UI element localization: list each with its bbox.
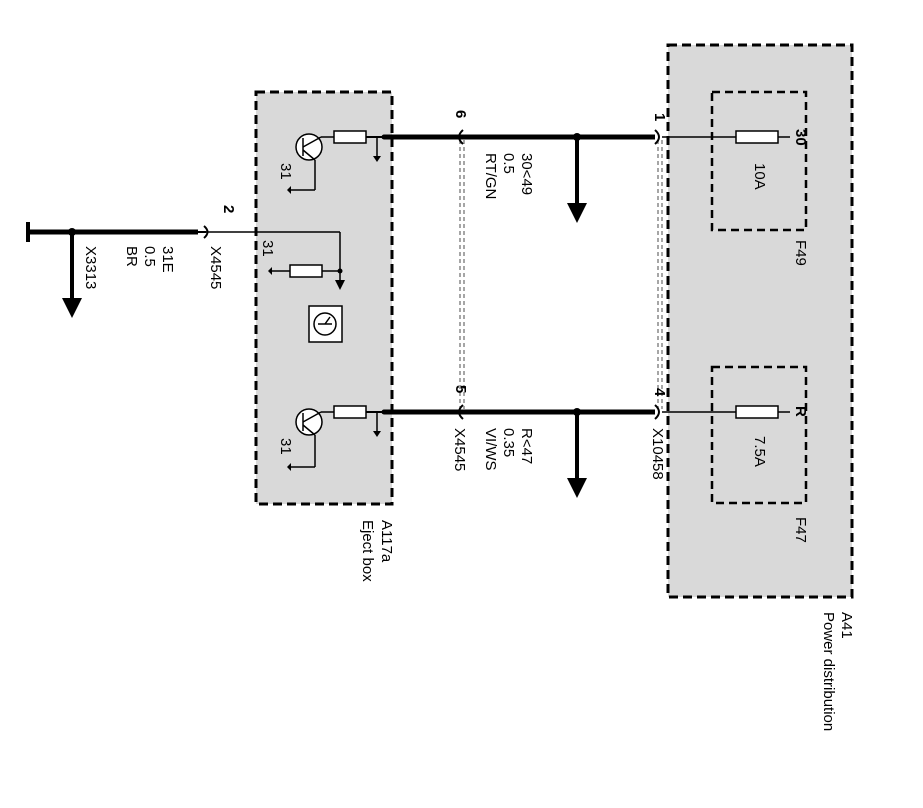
- label-x4545-bottom-connector: X4545: [451, 428, 468, 471]
- label-eject-box-name: Eject box: [359, 520, 376, 582]
- x3313-arrow-head: [62, 298, 82, 318]
- label-ground-color: BR: [123, 246, 140, 267]
- bottom-ground-marker: [287, 463, 291, 471]
- label-ground-31-middle: 31: [259, 240, 276, 257]
- label-pin-6: 6: [452, 110, 469, 118]
- label-x3313: X3313: [82, 246, 99, 289]
- label-fuse-f47-rating: 7.5A: [751, 436, 768, 467]
- top-ground-marker: [287, 186, 291, 194]
- label-ground-signal: 31E: [159, 246, 176, 273]
- label-x10458-connector: X10458: [649, 428, 666, 480]
- fuse-f49-body: [735, 130, 779, 144]
- label-eject-box-ref: A117a: [378, 520, 395, 563]
- label-bottom-size: 0.35: [500, 428, 517, 457]
- label-bottom-signal: R<47: [518, 428, 535, 464]
- label-fuse-f49-rating: 10A: [751, 163, 768, 190]
- label-pin-2: 2: [220, 205, 237, 213]
- label-power-distribution-name: Power distribution: [820, 612, 837, 731]
- label-fuse-f47-ref: F47: [792, 517, 809, 543]
- eject-box-outline: [254, 90, 394, 506]
- middle-ground-marker: [268, 267, 272, 275]
- label-bottom-color: VI/WS: [482, 428, 499, 471]
- eject-box-bottom-driver: [287, 405, 462, 471]
- label-fuse-f49-ref: F49: [792, 240, 809, 266]
- label-top-signal: 30<49: [518, 153, 535, 195]
- label-pin-5: 5: [452, 385, 469, 393]
- label-top-size: 0.5: [500, 153, 517, 174]
- fuse-f49-holder: [710, 90, 808, 232]
- eject-box-middle-branch: [206, 231, 345, 290]
- connector-x10458-pin1-symbol: [654, 129, 660, 145]
- wire-bottom-branch-arrow-head: [567, 478, 587, 498]
- fuse-f47-holder: [710, 365, 808, 505]
- label-pin-4: 4: [651, 388, 668, 397]
- connector-x10458-pin4-symbol: [654, 404, 660, 420]
- label-ground-31-top: 31: [277, 163, 294, 180]
- eject-button-symbol: [308, 305, 343, 343]
- label-ground-size: 0.5: [141, 246, 158, 267]
- wire-top-branch-arrow-head: [567, 203, 587, 223]
- label-top-color: RT/GN: [482, 153, 499, 199]
- label-fuse-f47-terminal: R: [792, 406, 809, 417]
- eject-box-top-driver: [287, 130, 462, 194]
- label-fuse-f49-terminal: 30: [792, 129, 809, 146]
- label-ground-31-bottom: 31: [277, 438, 294, 455]
- fuse-f47-body: [735, 405, 779, 419]
- label-pin-1: 1: [651, 113, 668, 121]
- label-power-distribution-ref: A41: [838, 612, 855, 639]
- label-x4545-pin2-connector: X4545: [207, 246, 224, 289]
